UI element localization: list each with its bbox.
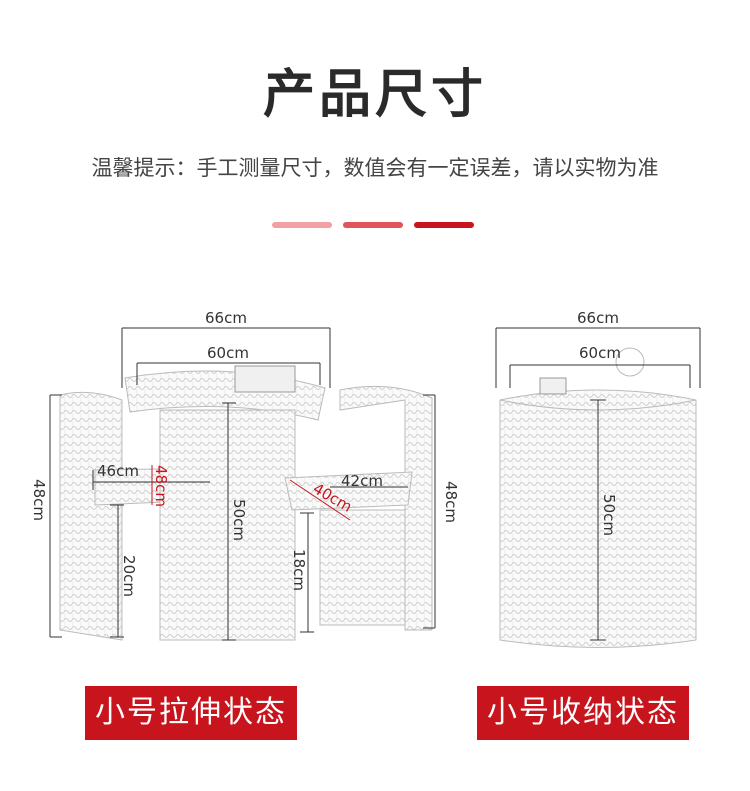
accent-bar-light bbox=[272, 222, 332, 228]
left-dim-seat-height-red: 48cm bbox=[152, 465, 170, 507]
right-state-label: 小号收纳状态 bbox=[477, 686, 689, 740]
right-dimension-lines bbox=[495, 327, 701, 641]
left-dim-leg-left: 20cm bbox=[120, 555, 138, 597]
accent-bar-dark bbox=[414, 222, 474, 228]
right-dim-top-outer: 66cm bbox=[577, 309, 619, 327]
left-dim-top-outer: 66cm bbox=[205, 309, 247, 327]
left-dim-leg-right: 18cm bbox=[290, 549, 308, 591]
left-dimension-lines-red bbox=[151, 465, 351, 521]
left-state-label: 小号拉伸状态 bbox=[85, 686, 297, 740]
left-dimension-lines bbox=[49, 327, 436, 641]
page-subtitle: 温馨提示：手工测量尺寸，数值会有一定误差，请以实物为准 bbox=[91, 156, 659, 180]
right-dim-height: 50cm bbox=[600, 494, 618, 536]
left-dim-top-inner: 60cm bbox=[207, 344, 249, 362]
left-dim-seat-right: 42cm bbox=[341, 472, 383, 490]
accent-bar-mid bbox=[343, 222, 403, 228]
right-dim-top-inner: 60cm bbox=[579, 344, 621, 362]
left-dim-total-height: 48cm bbox=[30, 479, 48, 521]
left-dim-seat-depth: 46cm bbox=[97, 462, 139, 480]
page-title: 产品尺寸 bbox=[262, 65, 487, 125]
left-dim-table-height: 50cm bbox=[230, 499, 248, 541]
left-dim-total-height-right: 48cm bbox=[442, 481, 460, 523]
